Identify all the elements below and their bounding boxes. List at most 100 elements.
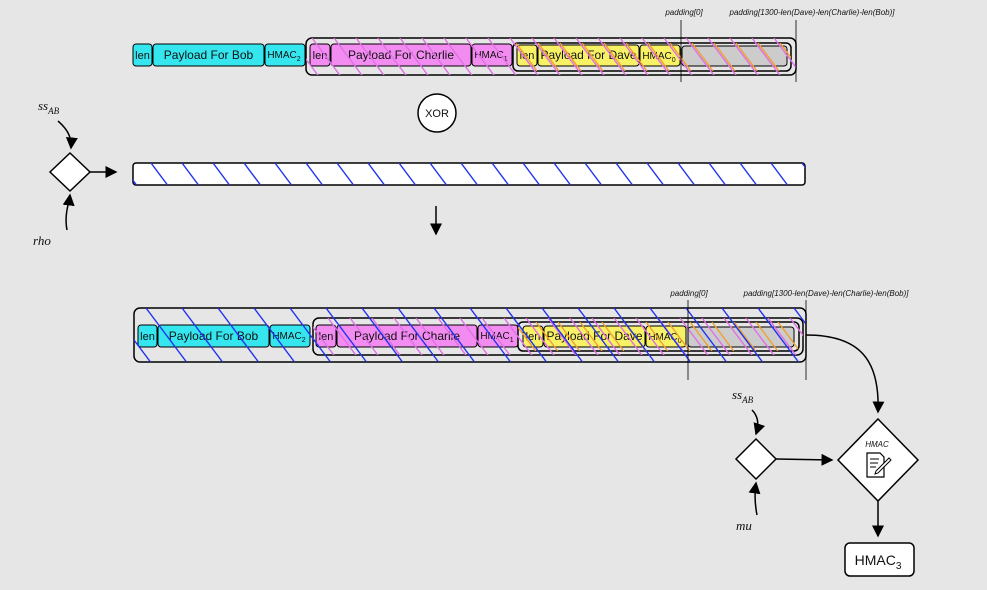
hatch-line: [429, 163, 448, 185]
hatch-line: [325, 308, 368, 362]
hatch-line: [274, 163, 293, 185]
hatch-line: [647, 43, 670, 71]
hatch-line: [349, 318, 380, 355]
hatch-line: [767, 318, 798, 355]
hatch-line: [801, 163, 805, 185]
top-charlie-hatch: [306, 38, 796, 75]
left-rho-label: rho: [33, 233, 51, 248]
top-bob-payload-box: [152, 43, 265, 67]
hatch-line: [795, 38, 796, 75]
packet-to-hmac-arrow: [805, 334, 885, 414]
hatch-line: [677, 163, 696, 185]
hmac-output: HMAC3: [844, 542, 915, 577]
hatch-line: [333, 38, 364, 75]
hatch-line: [679, 318, 710, 355]
hatch-line: [597, 38, 628, 75]
hatch-line: [559, 43, 582, 71]
top-charlie-hmac: HMAC1: [474, 50, 507, 63]
hatch-line: [415, 318, 446, 355]
bottom-bob-hmac: HMAC2: [272, 331, 305, 344]
hatch-line: [377, 38, 408, 75]
hatch-line: [711, 322, 735, 351]
hatch-line: [701, 318, 732, 355]
hatch-line: [707, 38, 738, 75]
top-bob-hmac: HMAC2: [267, 50, 300, 63]
hatch-line: [663, 38, 694, 75]
hatch-line: [721, 308, 764, 362]
left-kdf-diamond: [48, 151, 92, 193]
hatch-line: [601, 322, 625, 351]
bottom-dave-hmac: HMAC0: [648, 332, 681, 345]
hatch-line: [181, 163, 200, 185]
hatch-line: [757, 43, 780, 71]
bottom-packet: len Payload For Bob HMAC2 len Payload Fo…: [133, 289, 910, 380]
hatch-line: [398, 163, 417, 185]
hatch-line: [613, 308, 656, 362]
hatch-line: [733, 322, 757, 351]
hatch-line: [553, 163, 572, 185]
hatch-line: [469, 308, 512, 362]
hatch-line: [133, 163, 138, 185]
bottom-keystream-hatch: [134, 308, 806, 362]
hatch-line: [336, 163, 355, 185]
hatch-line: [518, 322, 537, 351]
hatch-line: [487, 38, 518, 75]
hatch-line: [525, 318, 556, 355]
hatch-line: [306, 38, 320, 75]
hatch-line: [581, 43, 604, 71]
bottom-padding-label: padding[1300-len(Dave)-len(Charlie)-len(…: [743, 289, 910, 298]
hatch-line: [535, 322, 559, 351]
hatch-line: [421, 38, 452, 75]
hatch-line: [505, 308, 548, 362]
top-packet: len Payload For Bob HMAC2 len Payload Fo…: [132, 8, 896, 82]
hatch-line: [777, 322, 799, 351]
hatch-line: [723, 318, 754, 355]
top-padding-label: padding[1300-len(Dave)-len(Charlie)-len(…: [729, 8, 896, 17]
hatch-line: [584, 163, 603, 185]
right-kdf-diamond: [734, 437, 778, 481]
hatch-line: [625, 43, 648, 71]
hatch-line: [735, 43, 758, 71]
top-bob-payload: Payload For Bob: [164, 48, 254, 62]
hatch-line: [789, 318, 803, 355]
bottom-dave-payload-box: [543, 325, 646, 348]
hatch-line: [603, 43, 626, 71]
hatch-line: [361, 308, 404, 362]
hatch-line: [367, 163, 386, 185]
hatch-line: [667, 322, 691, 351]
hatch-line: [541, 308, 584, 362]
top-charlie-len-box: [309, 43, 331, 67]
hatch-line: [615, 163, 634, 185]
hatch-line: [311, 38, 342, 75]
right-kdf: ssAB mu: [732, 334, 885, 533]
bottom-charlie-len-box: [315, 324, 337, 348]
top-charlie-payload-box: [330, 43, 472, 67]
hatch-line: [537, 43, 560, 71]
hmac-node: HMAC: [836, 417, 920, 538]
document-pen-icon: [866, 452, 892, 478]
hatch-line: [569, 318, 600, 355]
hatch-line: [460, 163, 479, 185]
hatch-line: [739, 163, 758, 185]
hatch-line: [646, 163, 665, 185]
hatch-line: [579, 322, 603, 351]
hatch-line: [619, 38, 650, 75]
bottom-bob-len: len: [140, 331, 155, 343]
hatch-line: [355, 38, 386, 75]
top-bob-len: len: [135, 50, 150, 62]
hatch-line: [773, 38, 796, 75]
hatch-line: [212, 163, 231, 185]
hatch-line: [181, 308, 224, 362]
hatch-line: [327, 318, 358, 355]
hatch-line: [305, 163, 324, 185]
hatch-line: [591, 318, 622, 355]
hatch-line: [691, 43, 714, 71]
hatch-line: [289, 308, 332, 362]
xor-node: XOR: [417, 93, 457, 133]
keystream-bar: [132, 162, 806, 186]
hatch-line: [793, 308, 806, 362]
hatch-line: [635, 318, 666, 355]
hatch-line: [770, 163, 789, 185]
hatch-line: [547, 318, 578, 355]
